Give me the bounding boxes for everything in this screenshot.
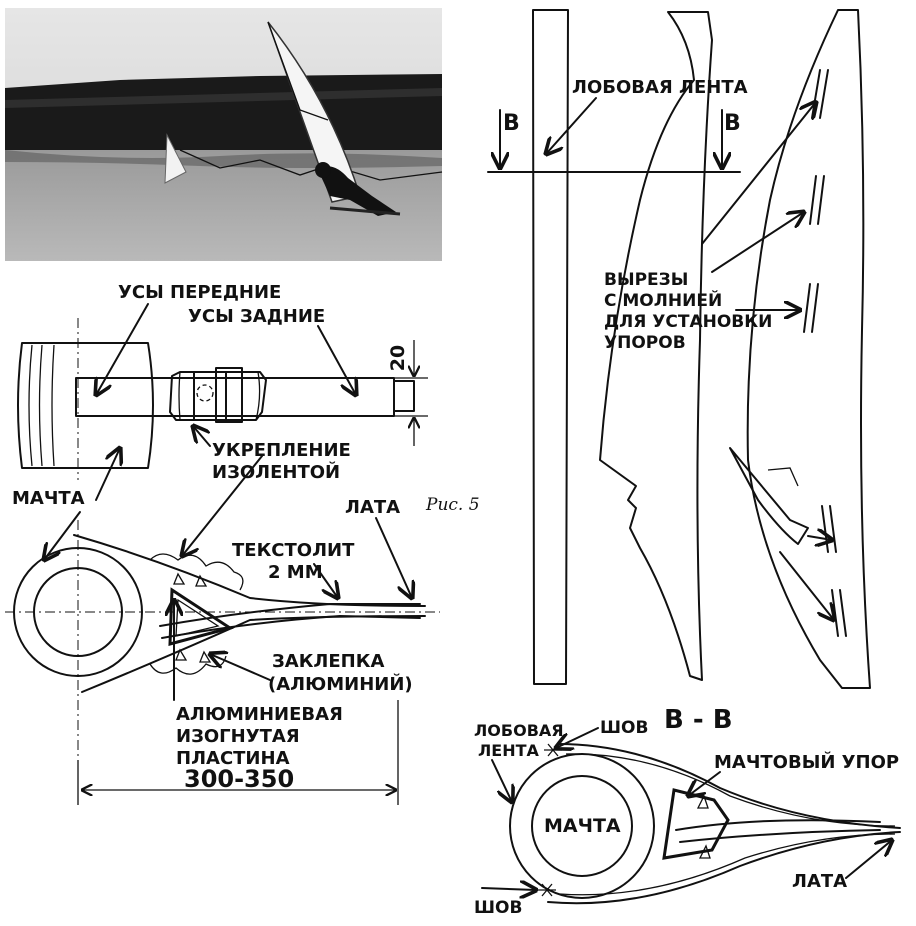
mast-stop-label: МАЧТОВЫЙ УПОР — [714, 751, 899, 773]
textolite-label-2: 2 ММ — [268, 562, 323, 583]
seam-top-label: ШОВ — [600, 718, 648, 738]
plate-label-3: ПЛАСТИНА — [176, 748, 290, 769]
whiskers-drawing: 20 — [17, 303, 428, 501]
rear-whiskers-label: УСЫ ЗАДНИЕ — [188, 306, 325, 327]
section-mark-left: В — [503, 111, 520, 136]
rivet-label-1: ЗАКЛЕПКА — [272, 651, 384, 672]
figure-caption: Рис. 5 — [425, 495, 480, 515]
front-whiskers-label: УСЫ ПЕРЕДНИЕ — [118, 282, 281, 303]
batten-label: ЛАТА — [345, 497, 400, 518]
tape-fix-label-1: УКРЕПЛЕНИЕ — [212, 440, 351, 461]
windsurfer-photo — [5, 8, 443, 261]
rivet-label-2: (АЛЮМИНИЙ) — [268, 673, 413, 695]
section-luff-label-2: ЛЕНТА — [478, 741, 540, 760]
section-bb-drawing — [481, 727, 901, 905]
cutouts-label-2: С МОЛНИЕЙ — [604, 289, 722, 311]
section-batten-label: ЛАТА — [792, 871, 847, 892]
section-luff-label-1: ЛОБОВАЯ — [474, 721, 564, 740]
plate-label-1: АЛЮМИНИЕВАЯ — [176, 704, 343, 725]
luff-tape-label: ЛОБОВАЯ ЛЕНТА — [572, 77, 748, 98]
section-mark-right: В — [724, 111, 741, 136]
tape-fix-label-2: ИЗОЛЕНТОЙ — [212, 461, 340, 483]
cutouts-label-3: ДЛЯ УСТАНОВКИ — [604, 312, 772, 332]
cutouts-label-1: ВЫРЕЗЫ — [604, 270, 688, 290]
mast-label: МАЧТА — [12, 488, 85, 509]
dimension-length-label: 300-350 — [184, 765, 294, 793]
plate-label-2: ИЗОГНУТАЯ — [176, 726, 300, 747]
section-title: В - В — [664, 705, 733, 735]
textolite-label-1: ТЕКСТОЛИТ — [232, 540, 355, 561]
dim-20-label: 20 — [387, 345, 409, 371]
seam-bottom-label: ШОВ — [474, 898, 522, 918]
cutouts-label-4: УПОРОВ — [604, 333, 686, 353]
batten-section-drawing — [5, 455, 440, 805]
section-mast-label: МАЧТА — [544, 815, 621, 837]
sail-panel-drawing — [487, 9, 871, 689]
